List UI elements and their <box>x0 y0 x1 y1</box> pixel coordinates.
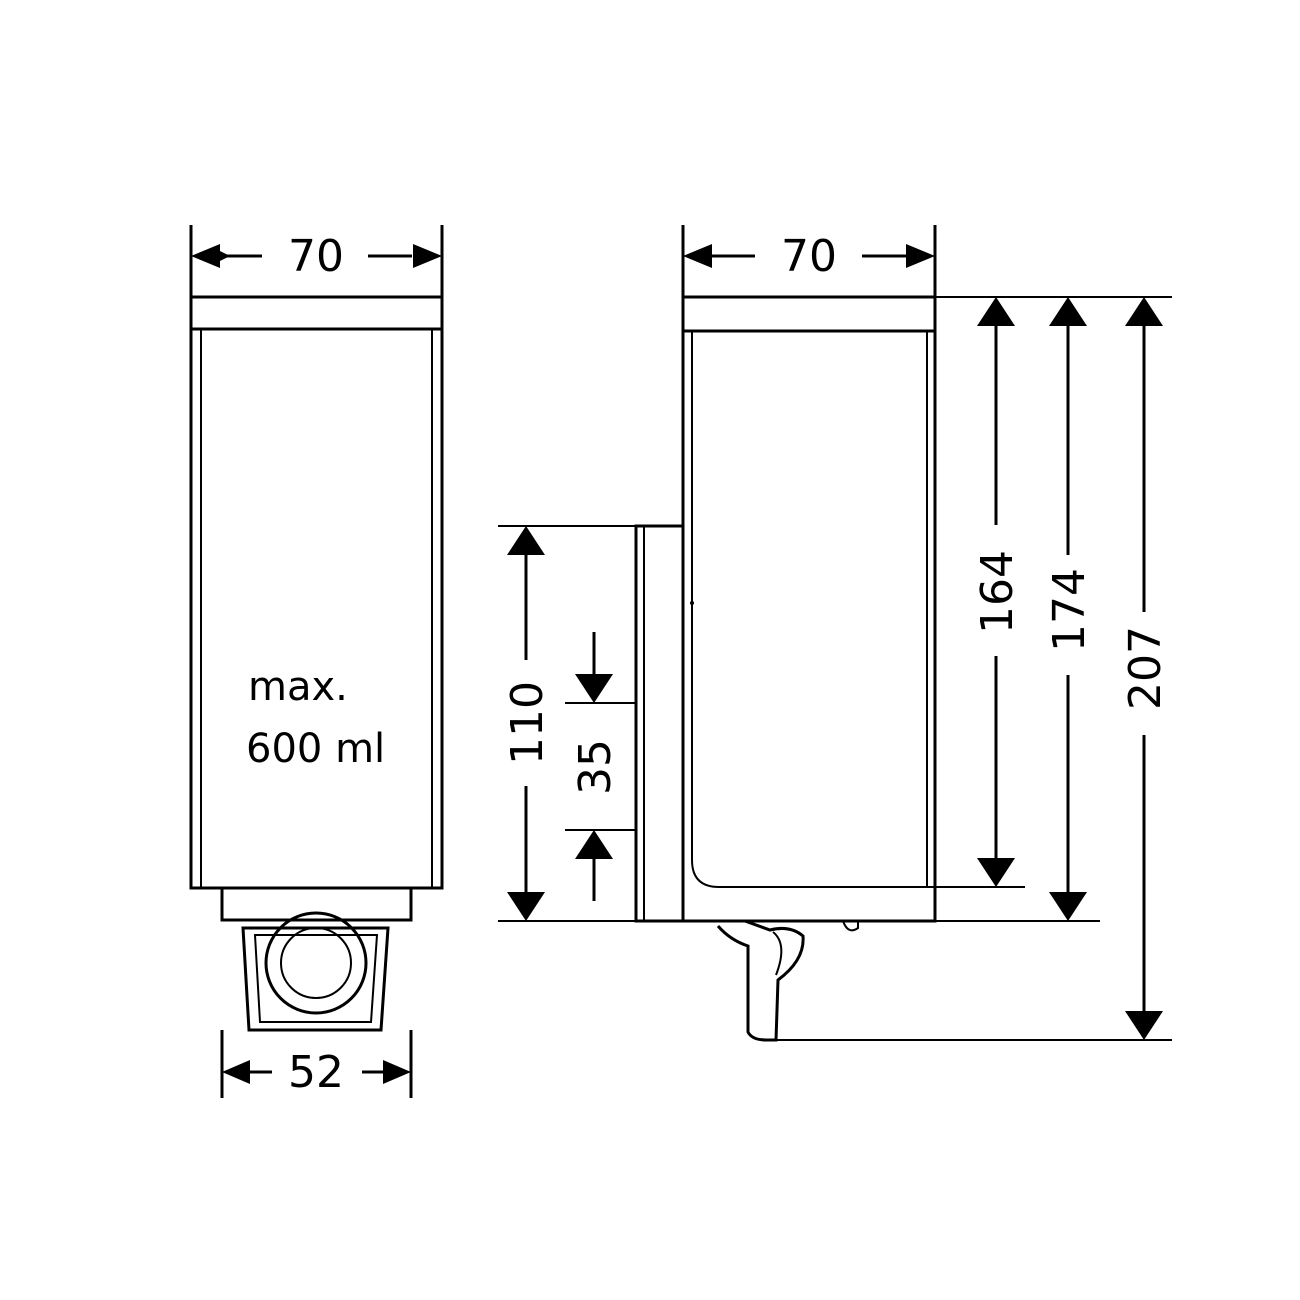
height-174-label: 174 <box>1044 568 1095 652</box>
front-dim-width-bottom <box>220 1030 413 1098</box>
bracket-dim-110 <box>507 526 545 921</box>
side-dim-height-164 <box>977 297 1015 887</box>
front-width-bottom-label: 52 <box>288 1047 344 1098</box>
height-207-label: 207 <box>1120 626 1171 710</box>
front-base-collar <box>220 886 413 922</box>
side-view <box>634 295 937 1042</box>
capacity-line-2: 600 ml <box>246 726 385 772</box>
front-body <box>189 295 444 890</box>
side-body <box>681 295 937 923</box>
capacity-line-1: max. <box>248 664 348 710</box>
side-width-top-label: 70 <box>781 231 837 282</box>
side-extension-lines <box>776 296 1172 1041</box>
front-dim-width-top <box>189 225 444 297</box>
side-wall-bracket <box>634 524 683 923</box>
side-dim-width-top <box>681 225 937 297</box>
front-pump-housing <box>241 926 390 1032</box>
bracket-dim-35 <box>575 632 613 901</box>
bracket-35-label: 35 <box>570 739 621 795</box>
front-view <box>189 295 444 1032</box>
bracket-extension-lines <box>498 525 636 922</box>
side-dim-height-174 <box>1049 297 1087 921</box>
front-pump-button <box>264 911 368 1015</box>
side-pump-lever <box>716 919 805 1042</box>
height-164-label: 164 <box>972 550 1023 634</box>
front-width-top-label: 70 <box>288 231 344 282</box>
side-dim-height-207 <box>1125 297 1163 1040</box>
bracket-110-label: 110 <box>502 681 553 765</box>
